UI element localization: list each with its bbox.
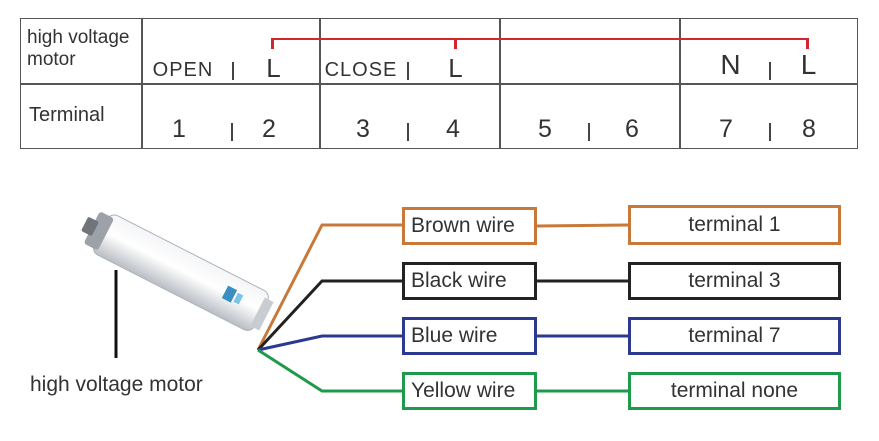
terminal-label: terminal 3 — [688, 269, 781, 292]
row-divider — [21, 83, 857, 85]
row-label-terminal: Terminal — [29, 104, 105, 126]
cell-separator — [769, 123, 771, 141]
terminal-number: 2 — [262, 115, 276, 143]
terminal-number: 5 — [538, 115, 552, 143]
wire-label: Yellow wire — [411, 379, 516, 402]
wire-label: Blue wire — [411, 324, 498, 347]
bridge-line — [271, 38, 808, 40]
motor-cell-l1: L — [266, 53, 282, 83]
motor-cell-n: N — [720, 49, 742, 80]
wire-box-yellow: Yellow wire — [402, 372, 537, 410]
terminal-box-3: terminal 3 — [628, 262, 841, 300]
terminal-number: 8 — [802, 115, 816, 143]
motor-cell-close: CLOSE — [324, 59, 398, 81]
motor-illustration — [81, 212, 274, 358]
terminal-number: 1 — [172, 115, 186, 143]
terminal-label: terminal 1 — [688, 213, 781, 236]
terminal-table: high voltage motor Terminal OPEN L CLOSE… — [20, 18, 858, 149]
wire-line-black — [256, 279, 402, 352]
cell-separator — [232, 62, 234, 80]
row-label-line: high voltage — [27, 27, 130, 48]
cell-separator — [769, 62, 771, 80]
wire-box-black: Black wire — [402, 262, 537, 300]
bridge-leg — [454, 38, 457, 49]
bridge-leg — [806, 38, 809, 49]
connector-line-brown — [536, 223, 629, 228]
motor-cell-l3: L — [800, 49, 818, 80]
row-label-line: motor — [27, 49, 76, 70]
terminal-number: 3 — [356, 115, 370, 143]
wire-box-brown: Brown wire — [402, 207, 537, 245]
wire-line-yellow — [257, 348, 402, 393]
terminal-box-7: terminal 7 — [628, 317, 841, 355]
terminal-label: terminal 7 — [688, 324, 781, 347]
cell-separator — [231, 123, 233, 141]
row-label-motor: high voltage motor — [27, 27, 129, 71]
motor-caption: high voltage motor — [30, 373, 203, 396]
motor-cell-l2: L — [448, 53, 464, 83]
cell-separator — [407, 123, 409, 141]
wire-label: Black wire — [411, 269, 507, 292]
wire-box-blue: Blue wire — [402, 317, 537, 355]
bridge-leg — [271, 38, 274, 49]
terminal-number: 7 — [719, 115, 733, 143]
cell-separator — [407, 62, 409, 80]
cell-separator — [588, 123, 590, 141]
wire-label: Brown wire — [411, 214, 515, 237]
wire-line-blue — [257, 334, 402, 352]
terminal-number: 6 — [625, 115, 639, 143]
terminal-box-none: terminal none — [628, 372, 841, 410]
terminal-box-1: terminal 1 — [628, 205, 841, 245]
terminal-number: 4 — [446, 115, 460, 143]
terminal-label: terminal none — [670, 379, 799, 402]
wire-line-brown — [256, 223, 402, 351]
motor-cell-open: OPEN — [152, 59, 214, 81]
